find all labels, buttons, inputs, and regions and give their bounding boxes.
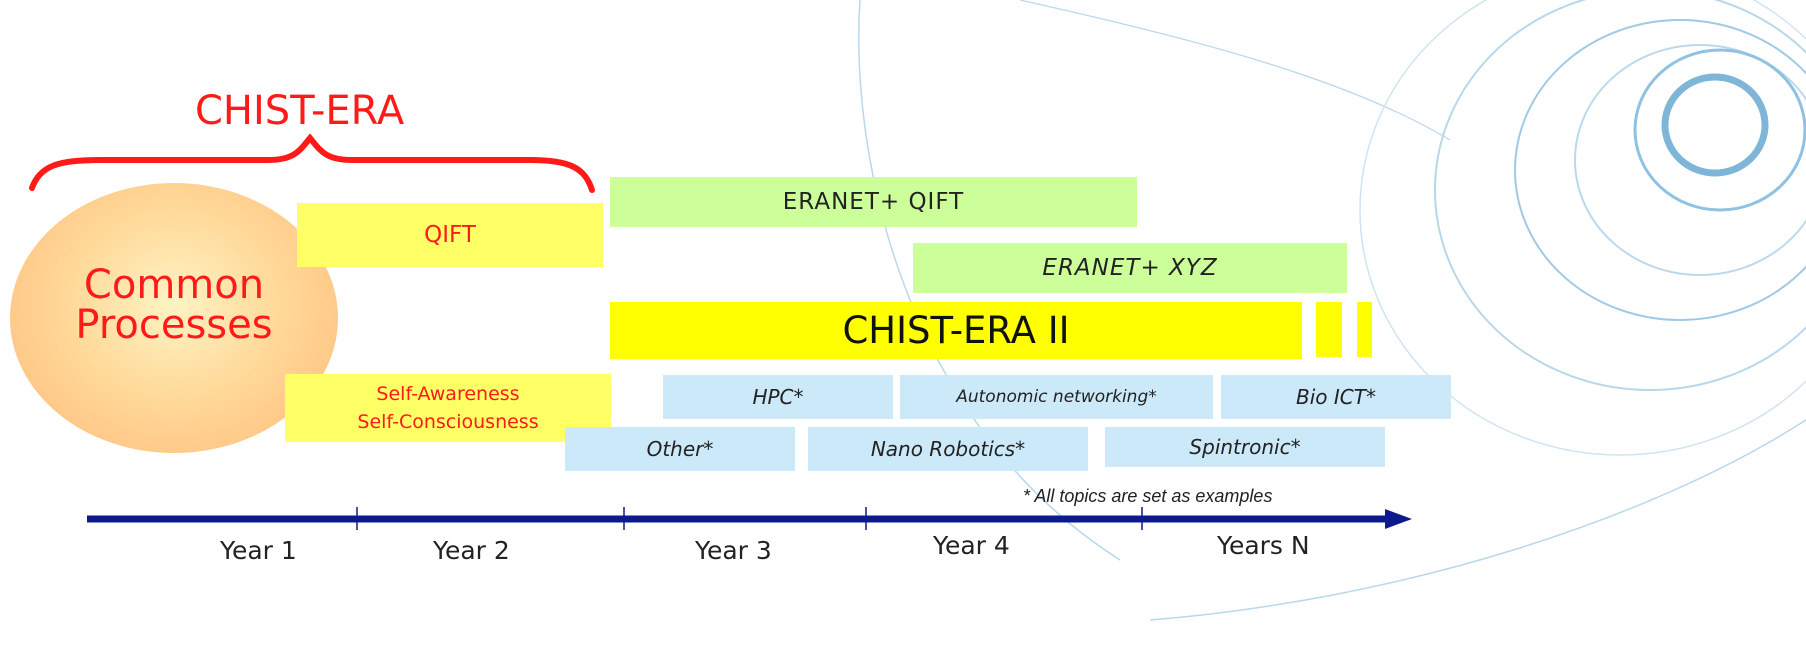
self-awareness-line2: Self-Consciousness	[357, 411, 539, 433]
common-processes-line2: Processes	[75, 302, 273, 348]
timeline-arrowhead	[1385, 509, 1412, 529]
year-label-2: Year 2	[433, 536, 510, 565]
common-processes-ellipse	[10, 183, 338, 453]
self-awareness-bar: Self-Awareness Self-Consciousness	[285, 374, 611, 442]
footnote: * All topics are set as examples	[1023, 486, 1273, 506]
topic-other: Other*	[565, 427, 795, 471]
self-awareness-line1: Self-Awareness	[376, 383, 520, 405]
year-label-1: Year 1	[220, 536, 297, 565]
topic-bio-ict-label: Bio ICT*	[1296, 385, 1376, 409]
year-label-3: Year 3	[695, 536, 772, 565]
chist-era-brace	[29, 133, 595, 193]
qift-bar: QIFT	[297, 203, 603, 267]
year-label-4: Year 4	[933, 531, 1010, 560]
common-processes-line1: Common	[83, 262, 265, 308]
topic-nano-label: Nano Robotics*	[870, 437, 1026, 461]
eranet-xyz-label: ERANET+ XYZ	[1042, 255, 1218, 281]
topic-autonomic-label: Autonomic networking*	[956, 387, 1157, 407]
topic-autonomic-networking: Autonomic networking*	[900, 375, 1213, 419]
eranet-qift-bar: ERANET+ QIFT	[610, 177, 1137, 227]
topic-nano-robotics: Nano Robotics*	[808, 427, 1088, 471]
chist-era-ii-segment	[1316, 302, 1342, 357]
topic-hpc-label: HPC*	[752, 385, 804, 409]
topic-hpc: HPC*	[663, 375, 893, 419]
eranet-xyz-bar: ERANET+ XYZ	[913, 243, 1347, 293]
eranet-qift-label: ERANET+ QIFT	[782, 189, 965, 215]
year-label-n: Years N	[1217, 531, 1310, 560]
chist-era-ii-segment	[1357, 302, 1372, 357]
qift-label: QIFT	[424, 222, 476, 248]
topic-spintronic-label: Spintronic*	[1189, 435, 1301, 459]
chist-era-ii-bar: CHIST-ERA II	[610, 302, 1302, 359]
timeline-axis	[87, 507, 1412, 530]
chist-era-ii-label: CHIST-ERA II	[842, 309, 1070, 352]
topic-spintronic: Spintronic*	[1105, 427, 1385, 467]
chist-era-label: CHIST-ERA	[195, 88, 405, 134]
common-processes-label: Common Processes	[10, 265, 338, 345]
topic-bio-ict: Bio ICT*	[1221, 375, 1451, 419]
topic-other-label: Other*	[646, 437, 714, 461]
